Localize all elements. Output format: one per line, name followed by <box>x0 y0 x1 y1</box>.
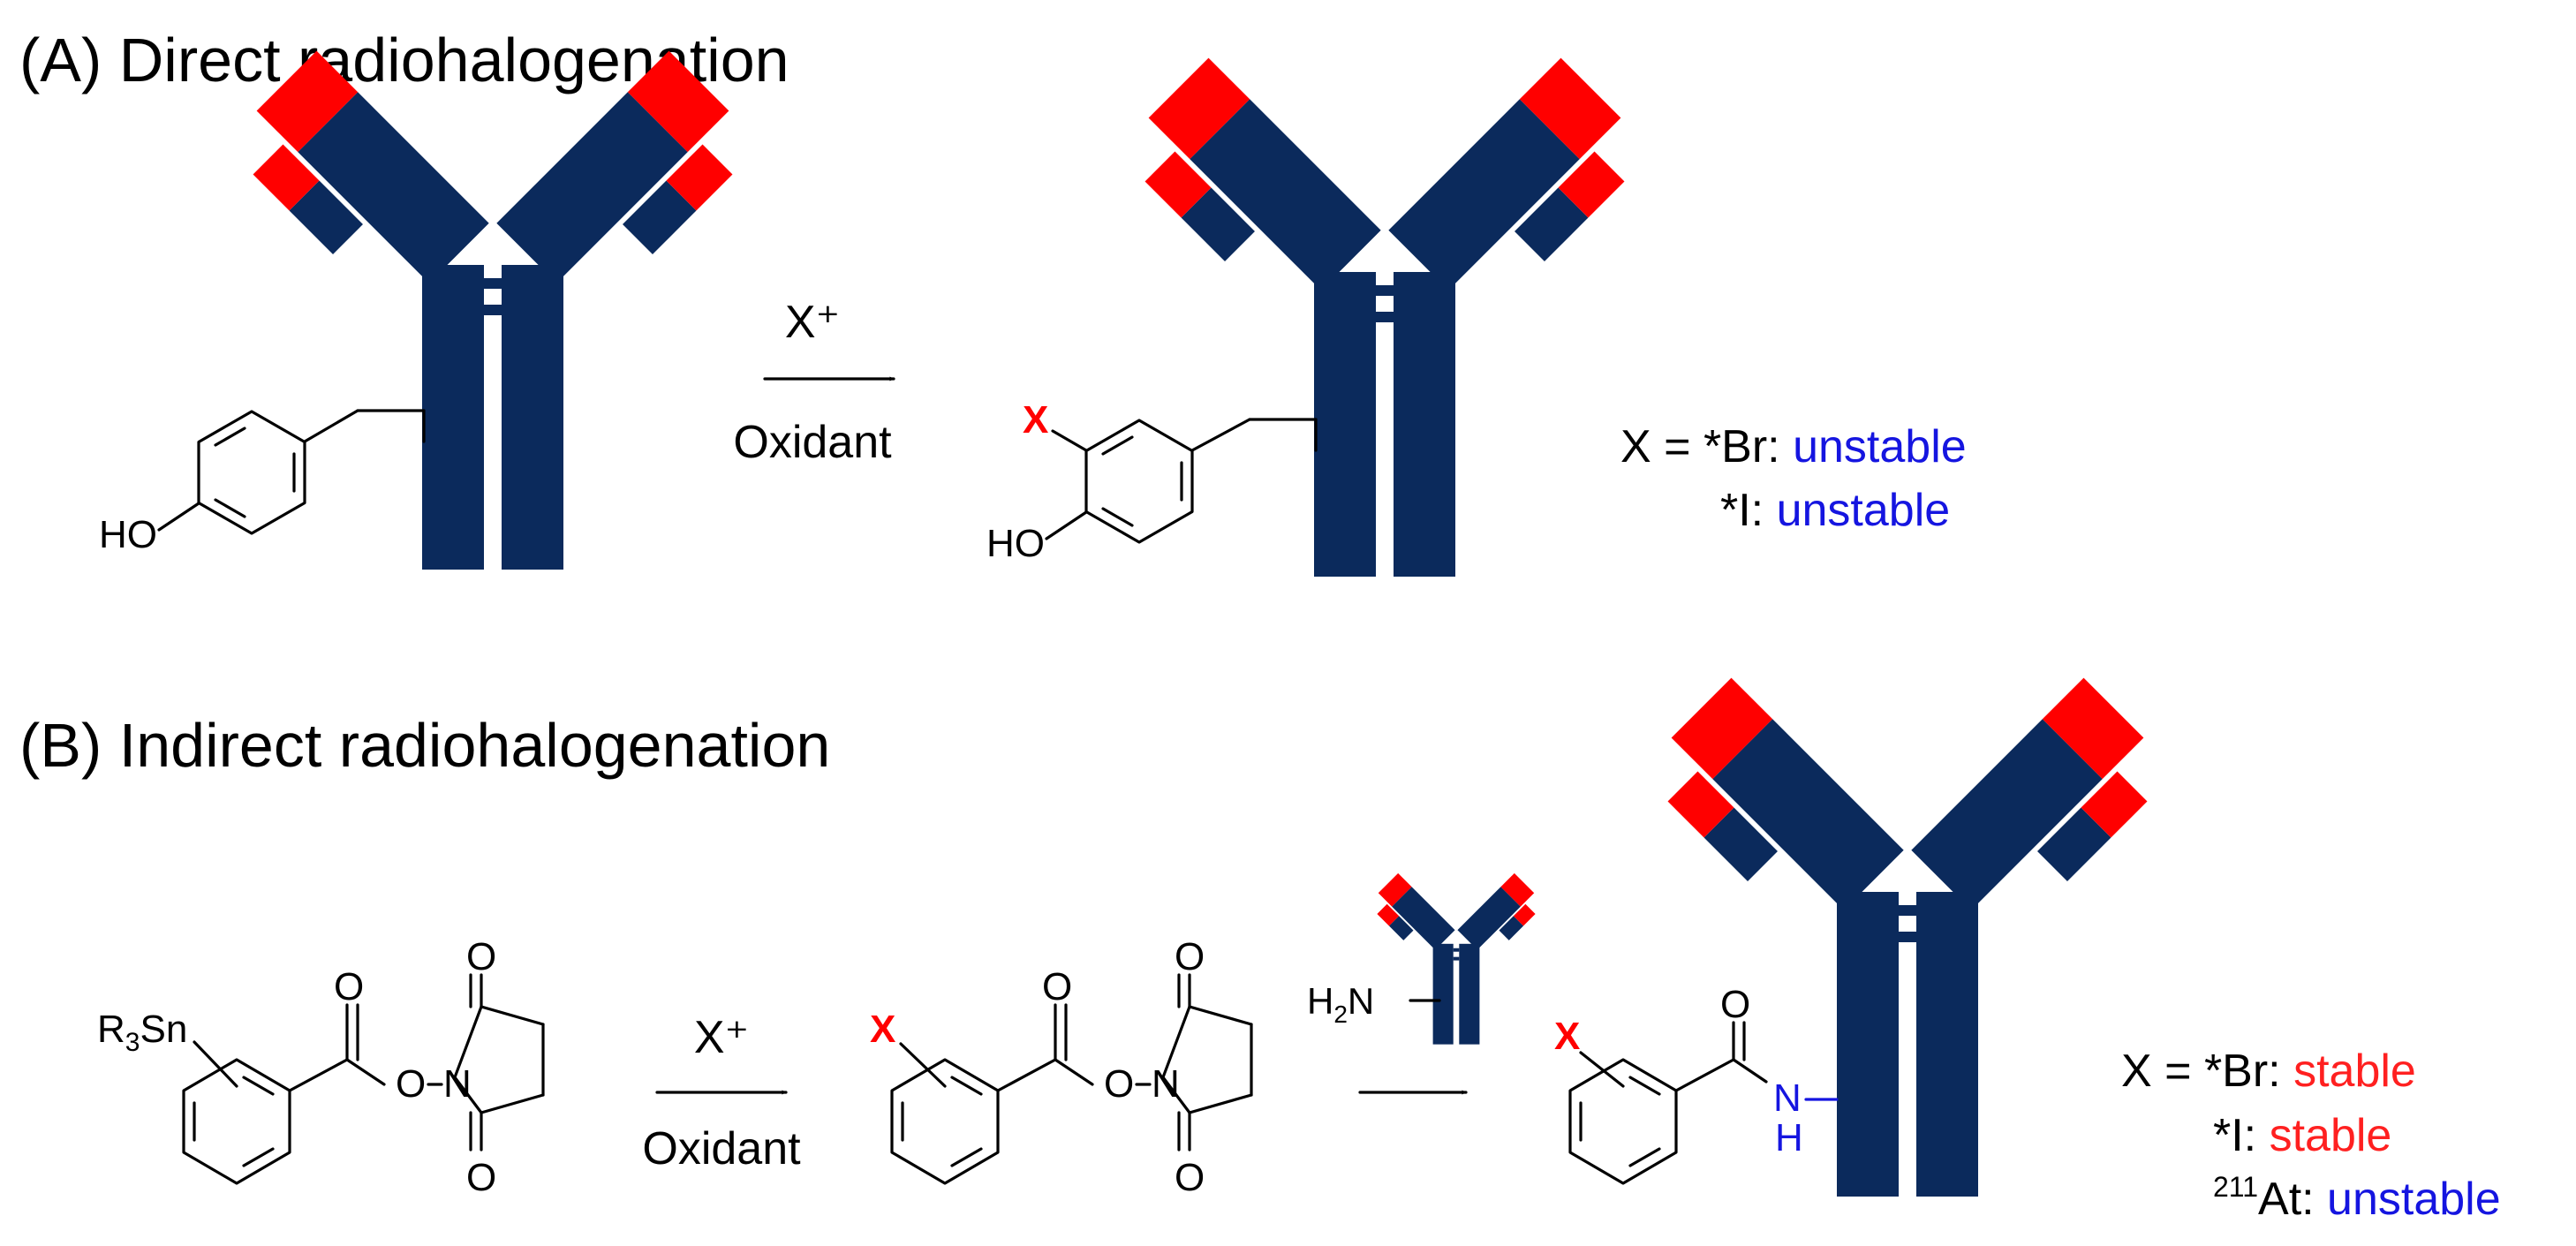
benzamide-conjugate: O N H X <box>1554 983 1839 1185</box>
stability-b-line1: X = *Br: stable <box>2121 1046 2416 1097</box>
h2n-subscript: 2 <box>1333 1001 1348 1028</box>
h2n-h: H <box>1307 980 1333 1022</box>
amide-n-label: N <box>1773 1076 1802 1120</box>
antibody-2 <box>1144 57 1625 578</box>
halogen-x-b2: X <box>1554 1015 1580 1058</box>
n-label-1: N <box>443 1062 472 1106</box>
reagent-oxidant-b: Oxidant <box>642 1123 801 1174</box>
stability-b-i-status: stable <box>2270 1110 2392 1161</box>
o-label-1b: O <box>396 1062 426 1106</box>
halogen-x-a: X <box>1023 398 1048 442</box>
reagent-oxidant-a: Oxidant <box>733 417 892 468</box>
stability-b-line2: *I: stable <box>2213 1110 2391 1161</box>
r3sn-r: R <box>97 1008 125 1051</box>
o-label-1c: O <box>466 935 496 978</box>
at-mass-number: 211 <box>2213 1171 2258 1203</box>
ho-label-2: HO <box>986 522 1045 565</box>
tyrosine-phenol-1: HO <box>99 409 426 556</box>
antibody-small-reagent: H2N <box>1307 872 1536 1045</box>
stability-a-line2: *I: unstable <box>1720 485 1950 536</box>
section-b-title: (B) Indirect radiohalogenation <box>19 711 830 780</box>
reagent-x-a: X⁺ <box>785 297 840 348</box>
reagent-x-b: X⁺ <box>694 1012 749 1063</box>
stability-b-lead: X = *Br: <box>2121 1046 2293 1097</box>
h2n-n: N <box>1348 980 1374 1022</box>
ho-label-1: HO <box>99 513 157 556</box>
stannyl-nhs-ester: R3Sn O O N O O <box>97 935 545 1199</box>
stability-legend-a: X = *Br: unstable *I: unstable <box>1620 421 1967 536</box>
amide-h-label: H <box>1775 1116 1803 1159</box>
h2n-label: H2N <box>1307 980 1374 1028</box>
antibody-3 <box>1667 677 2148 1197</box>
r3sn-sn: Sn <box>140 1008 187 1051</box>
halo-nhs-ester: X O O N O O <box>870 935 1253 1199</box>
o-label-3: O <box>1720 983 1750 1026</box>
stability-a-i-status: unstable <box>1777 485 1951 536</box>
stability-a-lead: X = *Br: <box>1620 421 1793 472</box>
stability-a-i-label: *I: <box>1720 485 1777 536</box>
stability-b-at-label: At: <box>2258 1174 2327 1225</box>
o-label-2d: O <box>1175 1156 1205 1199</box>
o-label-2c: O <box>1175 935 1205 978</box>
halotyrosine-phenol: HO X <box>986 398 1318 565</box>
halogen-x-b1: X <box>870 1008 895 1051</box>
reaction-arrow-b1: X⁺ Oxidant <box>642 1012 801 1174</box>
o-label-1a: O <box>334 965 364 1008</box>
stability-legend-b: X = *Br: stable *I: stable 211At: unstab… <box>2121 1046 2501 1225</box>
stability-a-line1: X = *Br: unstable <box>1620 421 1967 472</box>
r3sn-subscript: 3 <box>125 1028 140 1057</box>
o-label-2a: O <box>1042 965 1072 1008</box>
reaction-arrow-a: X⁺ Oxidant <box>733 297 895 468</box>
antibody-1 <box>253 50 733 570</box>
o-label-2b: O <box>1104 1062 1134 1106</box>
o-label-1d: O <box>466 1156 496 1199</box>
r3sn-label: R3Sn <box>97 1008 187 1057</box>
n-label-2: N <box>1152 1062 1180 1106</box>
stability-b-br-status: stable <box>2293 1046 2416 1097</box>
stability-a-br-status: unstable <box>1793 421 1967 472</box>
stability-b-i-label: *I: <box>2213 1110 2270 1161</box>
stability-b-at-status: unstable <box>2327 1174 2501 1225</box>
stability-b-line3: 211At: unstable <box>2213 1171 2501 1225</box>
